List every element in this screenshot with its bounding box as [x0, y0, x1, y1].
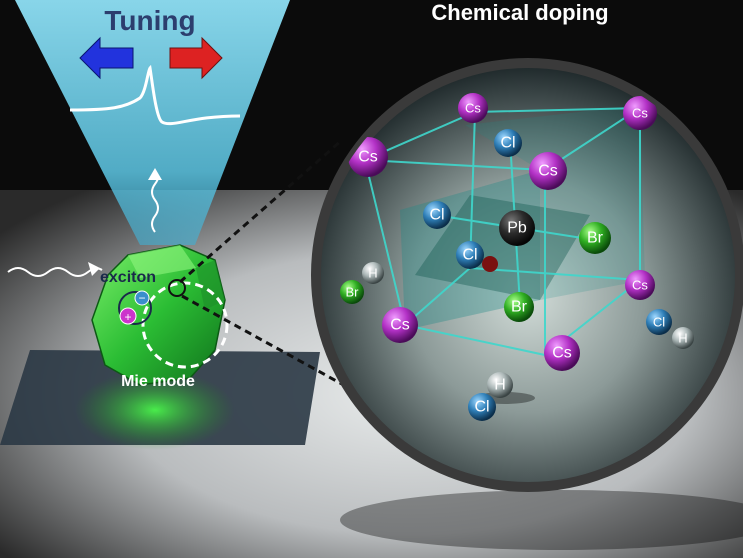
atom-cl-4: Cl — [646, 309, 672, 335]
svg-text:Br: Br — [587, 230, 604, 247]
exciton-label: exciton — [100, 269, 156, 286]
svg-text:Cs: Cs — [632, 106, 648, 121]
svg-text:Cs: Cs — [358, 149, 378, 166]
atom-cs-6: Cs — [382, 307, 418, 343]
atom-br-2: Br — [340, 280, 364, 304]
atom-cs-1: Cs — [458, 93, 488, 123]
svg-text:Cs: Cs — [632, 278, 648, 293]
electron-particle — [134, 290, 150, 306]
chemical-doping-heading: Chemical doping — [431, 0, 608, 25]
svg-text:Cs: Cs — [552, 345, 572, 362]
hole-particle — [119, 307, 137, 325]
plus-sign: + — [124, 310, 131, 324]
atom-cl-1: Cl — [494, 129, 522, 157]
svg-text:Cs: Cs — [538, 163, 558, 180]
svg-text:H: H — [368, 266, 377, 281]
svg-text:Cs: Cs — [465, 101, 481, 116]
zoom-origin-marker — [168, 279, 186, 297]
atom-h-3: H — [487, 372, 513, 398]
crystal-facet — [128, 245, 196, 278]
svg-text:Cl: Cl — [500, 135, 515, 152]
zoom-line-bottom — [181, 294, 381, 407]
svg-text:Cl: Cl — [429, 207, 444, 224]
emission-arrow-icon — [148, 168, 162, 180]
svg-text:Pb: Pb — [507, 220, 527, 237]
atom-cs-4: Cs — [529, 152, 567, 190]
red-shift-arrow-icon — [169, 36, 223, 80]
mie-mode-label: Mie mode — [121, 373, 195, 390]
atom-pb-1: Pb — [499, 210, 535, 246]
mie-mode-loop — [141, 281, 229, 369]
minus-sign: − — [138, 291, 145, 305]
excitation-wave — [7, 267, 103, 277]
exciton-orbit — [118, 291, 152, 325]
atom-cl-5: Cl — [468, 393, 496, 421]
atom-layer: Cs Cs Cs Cs Cs Cs Cs Cl Cl Cl Cl Cl Pb B… — [340, 93, 694, 421]
blue-shift-arrow-icon — [79, 36, 134, 80]
lens-shadow — [340, 490, 743, 550]
atom-h-2: H — [672, 327, 694, 349]
atom-br-1: Br — [579, 222, 611, 254]
spectrum-curve — [69, 64, 241, 126]
svg-text:Cl: Cl — [474, 399, 489, 416]
tuning-heading: Tuning — [104, 5, 195, 36]
crystal-glow — [75, 370, 235, 450]
svg-text:Cl: Cl — [462, 247, 477, 264]
svg-text:Cs: Cs — [390, 317, 410, 334]
excitation-arrow-icon — [88, 262, 100, 276]
svg-text:H: H — [494, 377, 506, 394]
perovskite-crystal — [91, 244, 226, 386]
svg-text:H: H — [678, 331, 687, 346]
atom-cl-3: Cl — [456, 241, 484, 269]
svg-text:Br: Br — [346, 285, 360, 300]
svg-text:Br: Br — [511, 299, 528, 316]
atom-cs-2: Cs — [623, 96, 657, 130]
dopant-site — [482, 256, 498, 272]
svg-text:Cl: Cl — [653, 315, 665, 330]
atom-br-3: Br — [504, 292, 534, 322]
atom-h-1: H — [362, 262, 384, 284]
atom-cl-2: Cl — [423, 201, 451, 229]
atom-cs-5: Cs — [625, 270, 655, 300]
atom-cs-7: Cs — [544, 335, 580, 371]
